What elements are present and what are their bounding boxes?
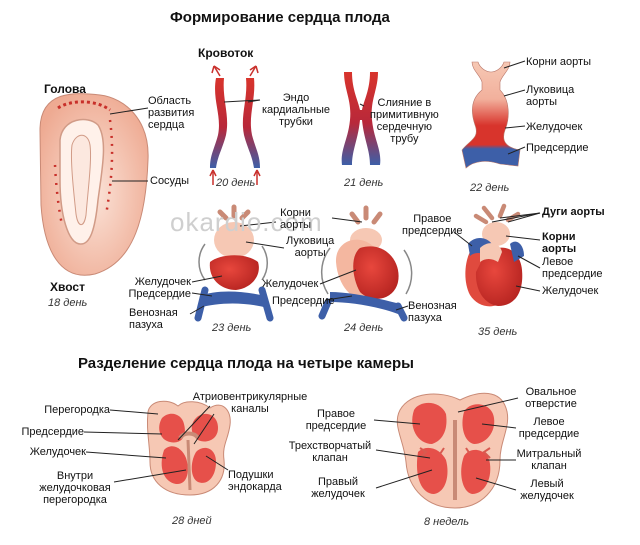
title-division: Разделение сердца плода на четыре камеры <box>78 355 414 372</box>
label-left-atrium-35: Левое предсердие <box>542 256 603 280</box>
label-tail: Хвост <box>50 281 85 293</box>
title-formation: Формирование сердца плода <box>170 9 390 26</box>
label-atrium-22: Предсердие <box>526 142 588 154</box>
label-oval-foramen: Овальное отверстие <box>516 386 586 410</box>
label-mitral: Митральный клапан <box>514 448 584 472</box>
label-endocardial-cushions: Подушки эндокарда <box>228 469 282 493</box>
day-23-caption: 23 день <box>212 322 251 334</box>
endocardial-tubes-20-day <box>210 66 260 185</box>
label-interventricular-septum: Внутри желудочковая перегородка <box>30 470 120 506</box>
heart-tube-22-day <box>462 62 520 168</box>
label-septum: Перегородка <box>20 404 110 416</box>
label-atrium-28: Предсердие <box>4 426 84 438</box>
label-tricuspid: Трехстворчатый клапан <box>282 440 378 464</box>
heart-section-8-weeks <box>397 393 507 508</box>
label-endocardial-tubes: Эндо кардиальные трубки <box>262 92 330 128</box>
label-heart-area: Область развития сердца <box>148 95 194 131</box>
label-ventricle-23: Желудочек <box>125 276 191 288</box>
label-right-atrium-8w: Правое предсердие <box>300 408 372 432</box>
embryo-18-day <box>40 94 148 276</box>
label-head: Голова <box>44 83 86 95</box>
label-atrium-23: Предсердие <box>125 288 191 300</box>
label-left-atrium-8w: Левое предсердие <box>514 416 584 440</box>
label-bloodflow: Кровоток <box>198 47 253 59</box>
day-35-caption: 35 день <box>478 326 517 338</box>
heart-24-day <box>322 208 412 318</box>
label-right-ventricle: Правый желудочек <box>302 476 374 500</box>
day-24-caption: 24 день <box>344 322 383 334</box>
day-21-caption: 21 день <box>344 177 383 189</box>
label-av-channels: Атриовентрикулярные каналы <box>190 391 310 415</box>
label-atrium-24: Предсердие <box>272 295 334 307</box>
label-aortic-arches: Дуги аорты <box>542 206 605 218</box>
label-venous-sinus-23: Венозная пазуха <box>129 307 178 331</box>
label-bulb-22: Луковица аорты <box>526 84 574 108</box>
label-left-ventricle: Левый желудочек <box>512 478 582 502</box>
label-aortic-roots-23: Корни аорты <box>280 207 311 231</box>
label-vessels: Сосуды <box>150 175 189 187</box>
label-ventricle-22: Желудочек <box>526 121 582 133</box>
label-bulb-23: Луковица аорты <box>286 235 334 259</box>
label-aortic-roots-35: Корни аорты <box>542 231 576 255</box>
day-18-caption: 18 день <box>48 297 87 309</box>
label-ventricle-28: Желудочек <box>6 446 86 458</box>
week-8-caption: 8 недель <box>424 516 469 528</box>
label-ventricle-24: Желудочек <box>262 278 318 290</box>
label-fusion: Слияние в примитивную сердечную трубу <box>370 97 439 145</box>
label-ventricle-35: Желудочек <box>542 285 598 297</box>
day-28-caption: 28 дней <box>172 515 212 527</box>
label-venous-sinus-24: Венозная пазуха <box>408 300 457 324</box>
day-20-caption: 20 день <box>216 177 255 189</box>
heart-section-28-days <box>147 401 230 495</box>
label-right-atrium-35: Правое предсердие <box>402 213 463 237</box>
day-22-caption: 22 день <box>470 182 509 194</box>
label-aortic-roots-22: Корни аорты <box>526 56 591 68</box>
